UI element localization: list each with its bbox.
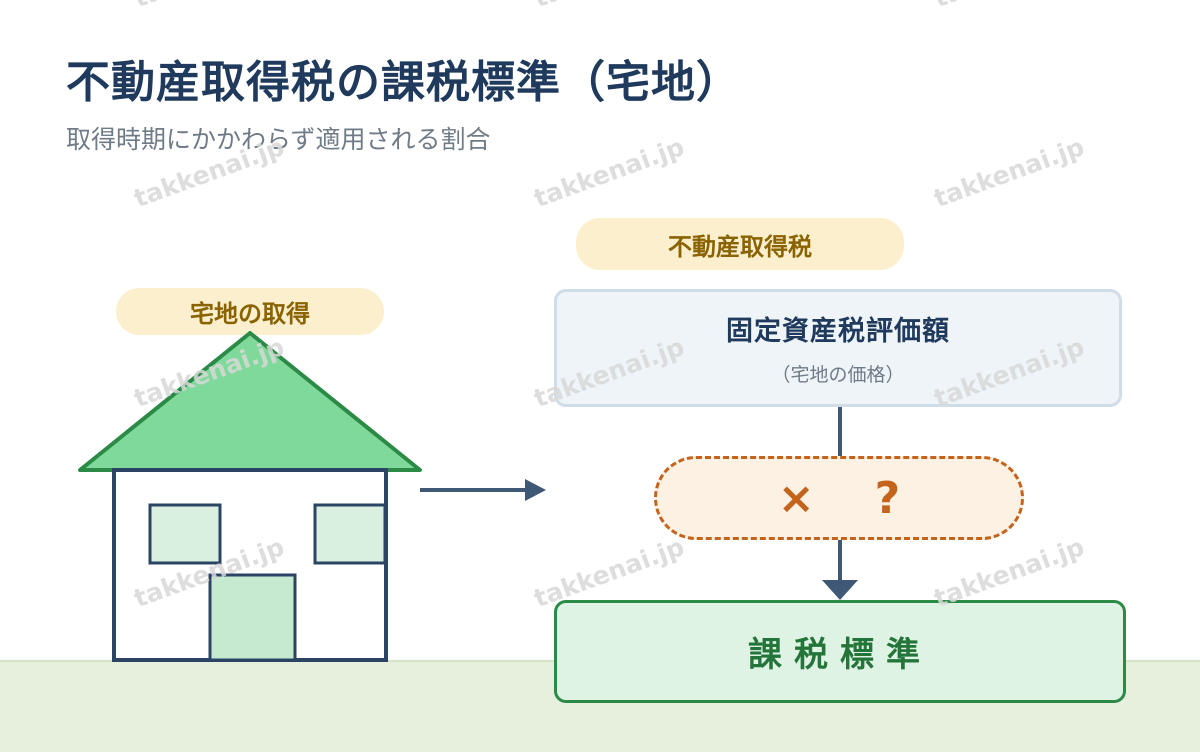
page-title: 不動産取得税の課税標準（宅地） — [66, 57, 741, 108]
tax-base-box: 課税標準 — [554, 600, 1126, 703]
assessed-value-box: 固定資産税評価額 （宅地の価格） — [554, 289, 1122, 407]
page-subtitle: 取得時期にかかわらず適用される割合 — [66, 125, 491, 154]
house-to-tax-arrowhead — [525, 479, 546, 501]
assessed-value-title: 固定資産税評価額 — [726, 316, 950, 347]
house-window-right — [313, 503, 387, 565]
ratio-box: × ? — [654, 456, 1024, 540]
assessed-value-note: （宅地の価格） — [771, 364, 905, 386]
house-window-left — [148, 503, 222, 565]
land-acquisition-label: 宅地の取得 — [116, 288, 384, 335]
ratio-to-base-arrowhead — [822, 580, 858, 600]
tax-base-label: 課税標準 — [748, 635, 932, 675]
house-door — [208, 573, 297, 662]
real-estate-acquisition-tax-label: 不動産取得税 — [576, 218, 904, 270]
multiply-sign: × — [777, 472, 815, 524]
unknown-ratio-mark: ? — [874, 472, 901, 524]
